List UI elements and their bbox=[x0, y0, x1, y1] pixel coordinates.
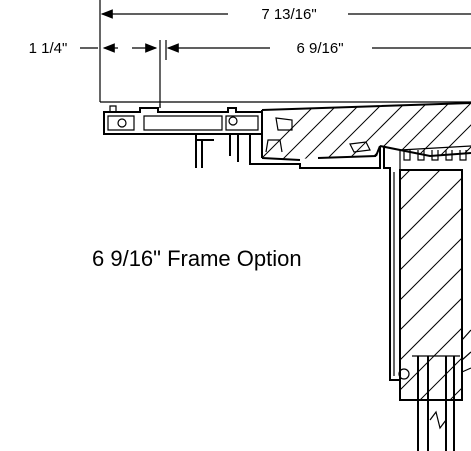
extrusion-cavity-2 bbox=[143, 115, 223, 131]
frame-extrusion-profile bbox=[103, 104, 263, 168]
head-weatherstrip bbox=[399, 150, 467, 170]
overall-dimension-label: 7 13/16" bbox=[261, 6, 316, 23]
jamb-hatch bbox=[400, 170, 462, 400]
head-wood-outline bbox=[261, 102, 471, 161]
screw-boss-2 bbox=[228, 116, 238, 126]
head-clip-2 bbox=[265, 139, 283, 153]
extrusion-cavity-1 bbox=[107, 115, 135, 131]
head-clip-1 bbox=[275, 117, 293, 131]
overall-dimension: 7 13/16" bbox=[99, 0, 471, 102]
sub-dimensions: 1 1/4" 6 9/16" bbox=[29, 40, 471, 108]
head-hatch bbox=[262, 103, 471, 160]
down-flange-1 bbox=[195, 134, 214, 168]
frame-option-label: 6 9/16" Frame Option bbox=[92, 246, 302, 271]
left-dimension-label: 1 1/4" bbox=[29, 40, 68, 57]
extrusion-cavity-3 bbox=[225, 115, 259, 131]
jamb-section bbox=[383, 145, 471, 451]
jamb-fastener bbox=[398, 368, 410, 380]
head-trim-outline bbox=[249, 134, 381, 169]
head-jamb-wood bbox=[249, 102, 471, 169]
frame-dimension-label: 6 9/16" bbox=[296, 40, 343, 57]
mullion-lines bbox=[417, 356, 455, 451]
left-lip bbox=[109, 105, 117, 112]
break-symbol bbox=[429, 410, 447, 430]
down-flange-2 bbox=[229, 134, 239, 162]
screw-boss-1 bbox=[117, 118, 127, 128]
sash-edge-details bbox=[461, 329, 471, 373]
jamb-outer-left bbox=[383, 146, 400, 381]
jamb-wood-outline bbox=[399, 169, 463, 401]
head-clip-3 bbox=[349, 141, 371, 153]
head-stop-line bbox=[399, 145, 471, 151]
